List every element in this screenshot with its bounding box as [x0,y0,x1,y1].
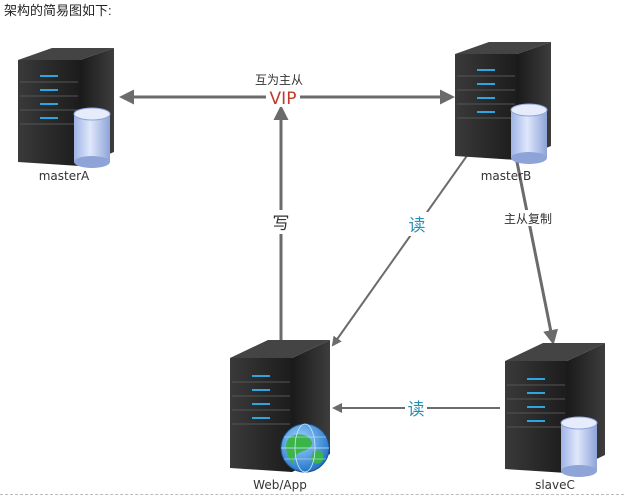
database-icon [73,107,111,168]
server-masterA [18,48,114,168]
edge-label-read-masterB: 读 [409,216,426,236]
edge-label-read-slaveC: 读 [408,400,425,420]
edge-label-replicate: 主从复制 [504,212,552,226]
server-masterB [455,42,551,164]
globe-icon [280,423,330,473]
page-title: 架构的简易图如下: [4,3,112,18]
node-label-slaveC: slaveC [535,478,575,492]
node-label-masterA: masterA [39,169,90,183]
server-webapp [230,340,330,473]
edge-label-mutual-master: 互为主从 [255,73,303,87]
edge-label-write: 写 [273,214,290,234]
edge-label-vip: VIP [270,89,297,109]
database-icon [560,416,598,477]
server-slaveC [505,343,605,477]
database-icon [510,103,548,164]
node-label-masterB: masterB [481,169,532,183]
bottom-divider [0,494,624,495]
node-label-webapp: Web/App [253,478,307,492]
